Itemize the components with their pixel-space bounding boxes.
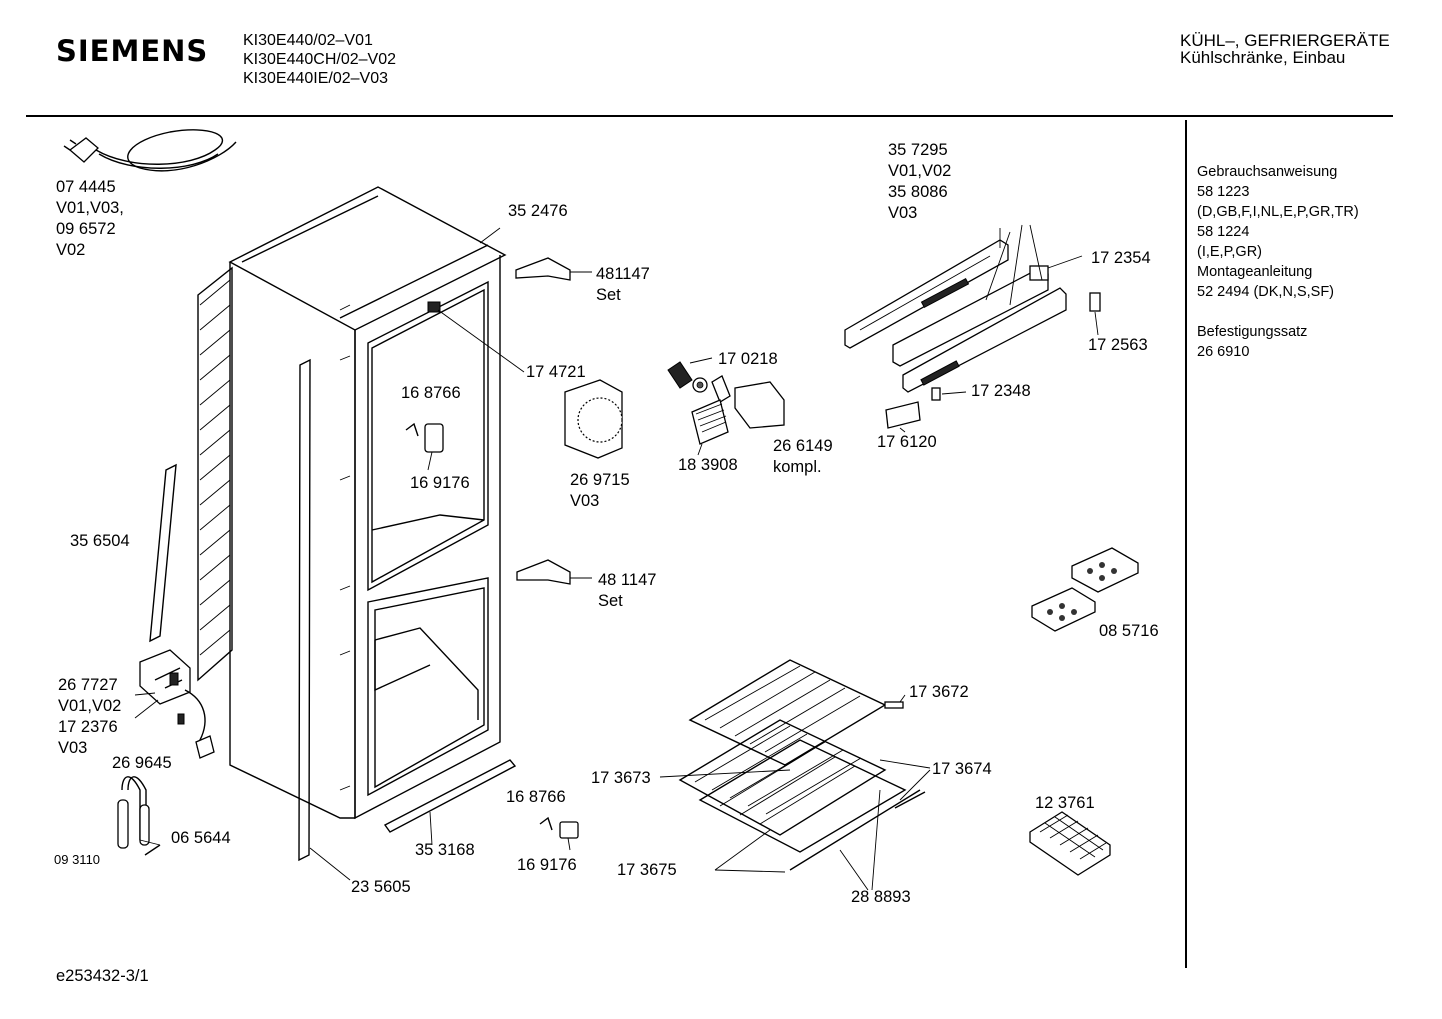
part-label-173674: 17 3674 bbox=[932, 760, 992, 778]
part-label-074445: 07 4445 V01,V03, 09 6572 V02 bbox=[56, 177, 124, 261]
part-label-353168: 35 3168 bbox=[415, 841, 475, 859]
sidebar-line: Befestigungssatz bbox=[1197, 324, 1308, 340]
part-label-267727: 26 7727 V01,V02 17 2376 V03 bbox=[58, 675, 121, 759]
sidebar-line: Gebrauchsanweisung bbox=[1197, 164, 1338, 180]
part-label-269715: 26 9715 V03 bbox=[570, 470, 630, 512]
cabinet-drawing bbox=[228, 186, 507, 820]
variant-note: V03 bbox=[888, 204, 918, 222]
ice-tray-drawing bbox=[1029, 811, 1111, 876]
seal-strip-235605 bbox=[298, 358, 311, 862]
part-number: 48 1147 bbox=[598, 571, 657, 589]
part-label-093110: 09 3110 bbox=[54, 852, 101, 867]
part-label-235605: 23 5605 bbox=[351, 878, 411, 896]
sidebar-line: 26 6910 bbox=[1197, 344, 1250, 360]
part-label-352476: 35 2476 bbox=[508, 202, 568, 220]
trim-353168 bbox=[383, 759, 517, 833]
switch-169176-upper bbox=[424, 423, 444, 453]
switch-169176-lower bbox=[559, 821, 579, 839]
variant-note: V01,V02 bbox=[888, 162, 952, 180]
part-number: 35 7295 bbox=[888, 141, 948, 159]
part-label-169176-lower: 16 9176 bbox=[517, 856, 577, 874]
part-label-266149: 26 6149 kompl. bbox=[773, 436, 833, 478]
condenser-drawing bbox=[197, 266, 233, 682]
model-line: KI30E440/02–V01 bbox=[243, 32, 373, 49]
sidebar-line: 58 1224 bbox=[1197, 224, 1250, 240]
part-label-288893: 28 8893 bbox=[851, 888, 911, 906]
sidebar-line: Montageanleitung bbox=[1197, 264, 1313, 280]
sidebar-line: (I,E,P,GR) bbox=[1197, 244, 1262, 260]
document-code: e253432-3/1 bbox=[56, 967, 149, 985]
variant-note: V03 bbox=[570, 492, 600, 510]
part-number: 07 4445 bbox=[56, 178, 116, 196]
sidebar-line: 52 2494 (DK,N,S,SF) bbox=[1197, 284, 1334, 300]
part-label-481147-lower: 48 1147 Set bbox=[598, 570, 656, 612]
part-label-085716: 08 5716 bbox=[1099, 622, 1159, 640]
part-label-173672: 17 3672 bbox=[909, 683, 969, 701]
part-label-065644: 06 5644 bbox=[171, 829, 231, 847]
clip-168766-lower bbox=[539, 816, 553, 831]
model-line: KI30E440CH/02–V02 bbox=[243, 51, 396, 68]
part-label-176120: 17 6120 bbox=[877, 433, 937, 451]
variant-note: V02 bbox=[56, 241, 86, 259]
brand-logo: SIEMENS bbox=[56, 34, 209, 68]
part-label-269645: 26 9645 bbox=[112, 754, 172, 772]
clip-168766-upper bbox=[405, 422, 419, 437]
sensor-drawing bbox=[117, 776, 161, 856]
category-block: KÜHL–, GEFRIERGERÄTE Kühlschränke, Einba… bbox=[1180, 31, 1390, 67]
part-label-174721: 17 4721 bbox=[526, 363, 586, 381]
part-label-173675: 17 3675 bbox=[617, 861, 677, 879]
part-label-169176-upper: 16 9176 bbox=[410, 474, 470, 492]
evaporator-drawing bbox=[678, 659, 926, 871]
part-label-357295: 35 7295 V01,V02 35 8086 V03 bbox=[888, 140, 951, 224]
kit-note: kompl. bbox=[773, 458, 822, 476]
variant-note: V03 bbox=[58, 739, 88, 757]
part-number: 26 7727 bbox=[58, 676, 118, 694]
power-cord-drawing bbox=[63, 129, 237, 172]
part-label-173673: 17 3673 bbox=[591, 769, 651, 787]
part-number: 26 6149 bbox=[773, 437, 833, 455]
part-label-168766-upper: 16 8766 bbox=[401, 384, 461, 402]
part-label-170218: 17 0218 bbox=[718, 350, 778, 368]
part-label-172348: 17 2348 bbox=[971, 382, 1031, 400]
model-list: KI30E440/02–V01 KI30E440CH/02–V02 KI30E4… bbox=[243, 31, 396, 88]
part-label-123761: 12 3761 bbox=[1035, 794, 1095, 812]
part-label-168766-lower: 16 8766 bbox=[506, 788, 566, 806]
part-label-172354: 17 2354 bbox=[1091, 249, 1151, 267]
sidebar-line: 58 1223 bbox=[1197, 184, 1250, 200]
part-label-183908: 18 3908 bbox=[678, 456, 738, 474]
sidebar-line: (D,GB,F,I,NL,E,P,GR,TR) bbox=[1197, 204, 1359, 220]
leader-lines bbox=[134, 224, 1099, 891]
variant-note: V01,V03, bbox=[56, 199, 124, 217]
part-label-481147-upper: 481147 Set bbox=[596, 264, 650, 306]
hinge-upper-drawing bbox=[515, 257, 571, 281]
set-note: Set bbox=[596, 286, 621, 304]
part-number: 26 9715 bbox=[570, 471, 630, 489]
category-title: KÜHL–, GEFRIERGERÄTE bbox=[1180, 31, 1390, 50]
part-label-356504: 35 6504 bbox=[70, 532, 130, 550]
thermostat-drawing bbox=[139, 649, 215, 759]
set-note: Set bbox=[598, 592, 623, 610]
fan-drawing bbox=[564, 379, 623, 459]
sidebar-line bbox=[1197, 302, 1359, 322]
ice-pack-drawing bbox=[1031, 547, 1139, 632]
category-subtitle: Kühlschränke, Einbau bbox=[1180, 48, 1346, 67]
part-number: 09 6572 bbox=[56, 220, 116, 238]
lamp-assembly-drawing bbox=[667, 361, 785, 445]
rail-assembly-drawing bbox=[844, 239, 1101, 429]
seal-strip-356504 bbox=[149, 463, 177, 643]
documents-sidebar: Gebrauchsanweisung 58 1223 (D,GB,F,I,NL,… bbox=[1197, 162, 1359, 362]
part-number: 481147 bbox=[596, 265, 650, 283]
model-line: KI30E440IE/02–V03 bbox=[243, 70, 389, 87]
variant-note: V01,V02 bbox=[58, 697, 122, 715]
part-number: 17 2376 bbox=[58, 718, 118, 736]
part-label-172563: 17 2563 bbox=[1088, 336, 1148, 354]
hinge-lower-drawing bbox=[516, 559, 571, 585]
part-number: 35 8086 bbox=[888, 183, 948, 201]
